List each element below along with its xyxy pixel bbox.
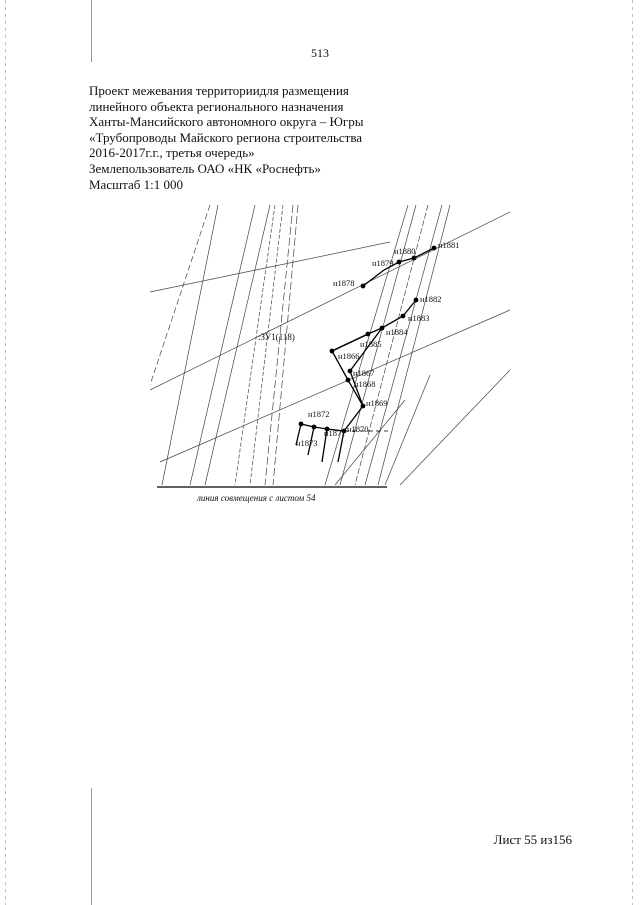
bottom-margin-line — [91, 788, 92, 905]
right-page-edge — [632, 0, 633, 905]
point-label: н1873 — [296, 438, 318, 448]
survey-drawing: н1881 н1880 н1879 н1878 н1882 н1883 н188… — [150, 204, 510, 503]
point-label: н1870 — [347, 424, 369, 434]
point-label: н1885 — [360, 339, 382, 349]
point-label: н1871 — [324, 428, 346, 438]
point-label: н1866 — [338, 351, 360, 361]
point-label: н1881 — [438, 240, 460, 250]
page-number: 513 — [311, 46, 329, 60]
left-page-edge — [5, 0, 6, 905]
sheet-number: Лист 55 из156 — [493, 832, 572, 847]
header-line: Землепользователь ОАО «НК «Роснефть» — [89, 160, 321, 176]
header-line: «Трубопроводы Майского региона строитель… — [89, 129, 363, 145]
point-label: н1879 — [372, 258, 394, 268]
point-label: н1884 — [386, 327, 408, 337]
header-line: Масштаб 1:1 000 — [89, 176, 183, 192]
point-label: н1882 — [420, 294, 442, 304]
point-label: н1880 — [394, 246, 416, 256]
header-line: линейного объекта регионального назначен… — [89, 98, 344, 114]
header-line: Проект межевания территориидля размещени… — [89, 83, 349, 98]
point-label: н1883 — [408, 313, 430, 323]
parcel-label: :ЗУ1(118) — [258, 332, 295, 342]
header-line: Ханты-Мансийского автономного округа – Ю… — [89, 114, 364, 130]
point-label: н1869 — [366, 398, 388, 408]
point-label: н1872 — [308, 409, 330, 419]
point-label: н1868 — [354, 379, 376, 389]
top-margin-line — [91, 0, 92, 62]
document-header: Проект межевания территориидля размещени… — [89, 83, 363, 192]
point-label: н1867 — [353, 368, 375, 378]
header-line: 2016-2017г.г., третья очередь» — [89, 145, 255, 161]
combine-line-label: линия совмещения с листом 54 — [196, 493, 316, 503]
point-label: н1878 — [333, 278, 355, 288]
